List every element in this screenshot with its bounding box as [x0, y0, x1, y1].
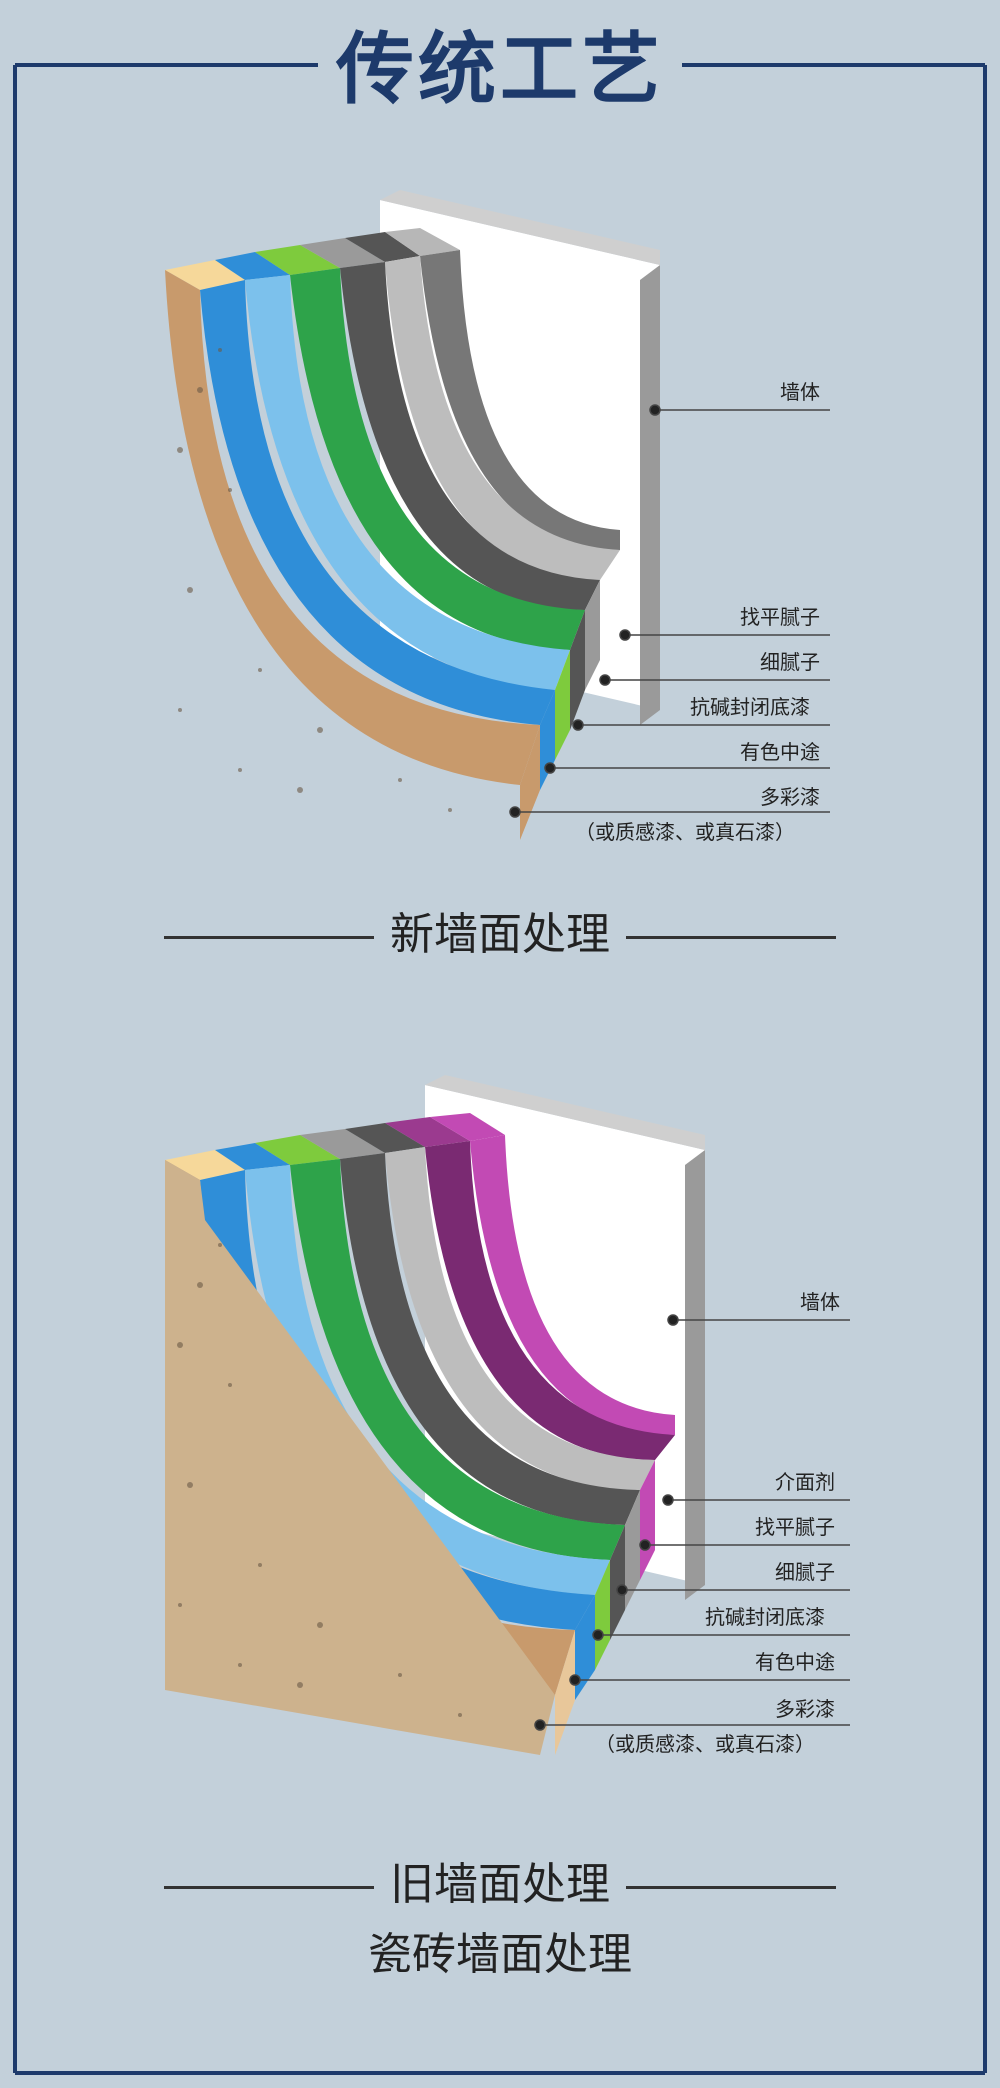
page-title: 传统工艺 [0, 20, 1000, 120]
caption-old-wall-text: 旧墙面处理 [390, 1859, 610, 1910]
label-fine-putty-2: 细腻子 [775, 1560, 835, 1584]
label-multicolor-paint-1: 多彩漆 [760, 785, 820, 809]
label-wall-1: 墙体 [780, 380, 820, 404]
layer-diagram-new-wall [0, 190, 1000, 870]
caption-old-wall: 旧墙面处理 [0, 1855, 1000, 1915]
label-note-1: （或质感漆、或真石漆） [575, 820, 795, 844]
label-leveling-putty-1: 找平腻子 [740, 605, 820, 629]
label-alkali-primer-1: 抗碱封闭底漆 [690, 695, 810, 719]
label-leveling-putty-2: 找平腻子 [755, 1515, 835, 1539]
label-note-2: （或质感漆、或真石漆） [595, 1732, 815, 1756]
label-color-midcoat-1: 有色中途 [740, 740, 820, 764]
caption-new-wall: 新墙面处理 [0, 905, 1000, 965]
label-wall-2: 墙体 [800, 1290, 840, 1314]
label-fine-putty-1: 细腻子 [760, 650, 820, 674]
caption-new-wall-text: 新墙面处理 [390, 909, 610, 960]
layer-diagram-old-wall [0, 1075, 1000, 1775]
label-alkali-primer-2: 抗碱封闭底漆 [705, 1605, 825, 1629]
label-interface-agent-2: 介面剂 [775, 1470, 835, 1494]
label-multicolor-paint-2: 多彩漆 [775, 1697, 835, 1721]
label-color-midcoat-2: 有色中途 [755, 1650, 835, 1674]
caption-tile-wall: 瓷砖墙面处理 [0, 1925, 1000, 1985]
